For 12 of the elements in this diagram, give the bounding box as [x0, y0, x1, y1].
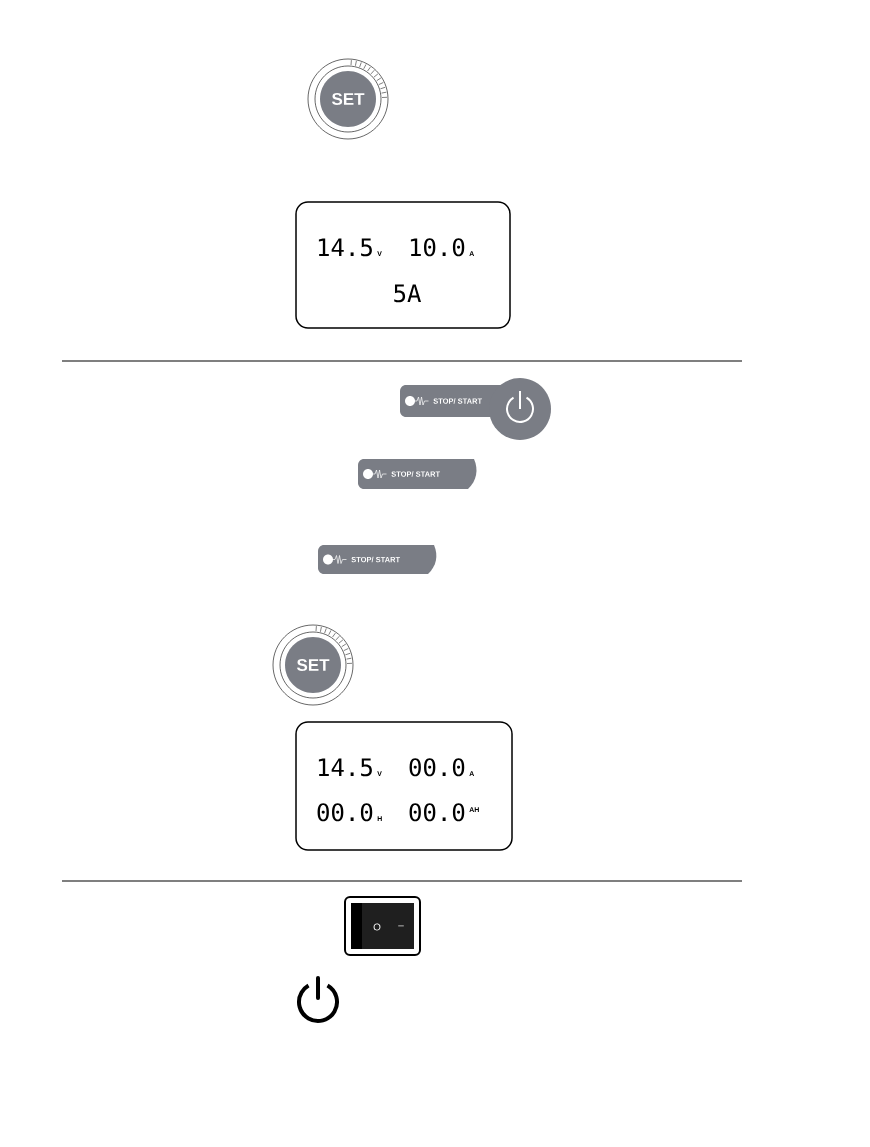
set-button: SET: [307, 58, 389, 140]
display-reading: 5A: [394, 284, 421, 303]
display-reading: 14.5: [318, 238, 372, 257]
display-reading: 00.0: [317, 803, 373, 822]
display-reading: 00.0: [409, 803, 465, 822]
set-button: SET: [272, 624, 354, 706]
lcd-display: [295, 201, 511, 329]
rocker-switch: O –: [344, 896, 421, 956]
lcd-display: [295, 721, 513, 851]
display-reading: 00.0: [409, 758, 465, 777]
display-reading: 10.0: [410, 238, 465, 257]
display-reading: 14.5: [318, 758, 372, 777]
